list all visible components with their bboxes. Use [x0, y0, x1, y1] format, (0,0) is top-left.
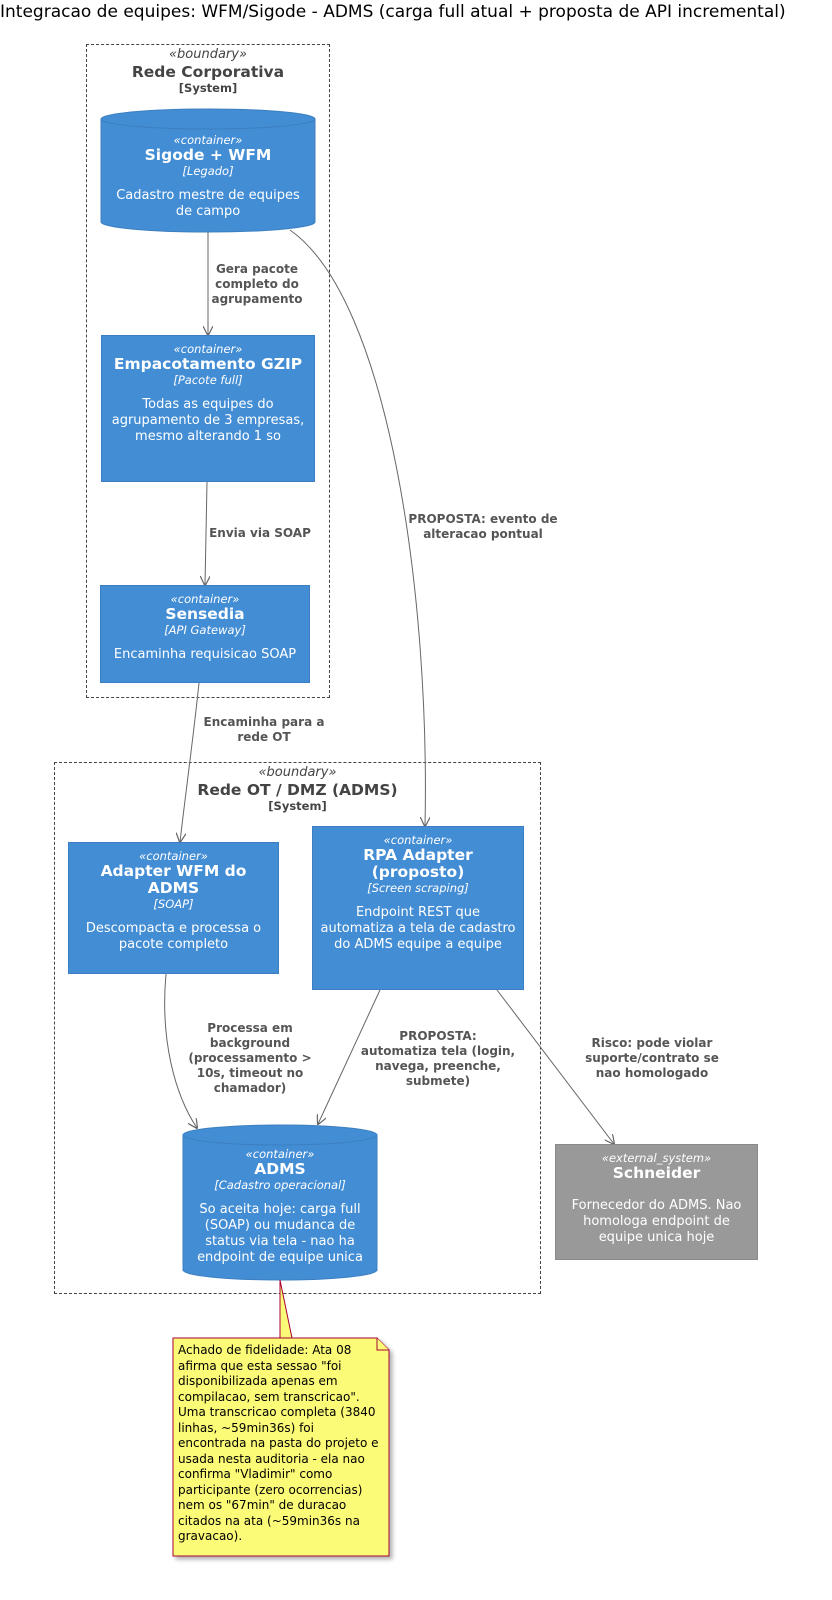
- boundary-name: Rede Corporativa: [131, 63, 285, 81]
- node-desc: Todas as equipes do agrupamento de 3 emp…: [111, 397, 305, 444]
- note-text: Achado de fidelidade: Ata 08 afirma que …: [178, 1343, 379, 1543]
- boundary-name: Rede OT / DMZ (ADMS): [197, 781, 398, 799]
- node-tech: [Screen scraping]: [367, 881, 469, 895]
- adms-cylinder-shape: [182, 1124, 378, 1281]
- node-adms: «container» ADMS [Cadastro operacional] …: [183, 1145, 377, 1266]
- boundary-type: [System]: [268, 799, 327, 813]
- edge-sigode-rpa: [289, 229, 425, 826]
- node-title: RPA Adapter (proposto): [363, 846, 473, 881]
- diagram-title: Integracao de equipes: WFM/Sigode - ADMS…: [0, 2, 786, 22]
- boundary-stereotype: «boundary»: [258, 765, 337, 780]
- node-desc: Fornecedor do ADMS. Nao homologa endpoin…: [571, 1198, 742, 1245]
- node-title: Sensedia: [165, 605, 245, 623]
- sigode-cylinder-shape: [100, 108, 316, 233]
- node-tech: [API Gateway]: [164, 623, 246, 637]
- node-stereotype: «container»: [245, 1147, 315, 1161]
- edge-gzip-sensedia: [205, 481, 207, 585]
- node-title: ADMS: [254, 1160, 306, 1178]
- node-stereotype: «container»: [170, 592, 240, 606]
- node-desc: Descompacta e processa o pacote completo: [85, 921, 262, 952]
- node-stereotype: «container»: [383, 833, 453, 847]
- node-title: Empacotamento GZIP: [113, 355, 303, 373]
- edge-label-gzip-sensedia: Envia via SOAP: [209, 526, 311, 540]
- node-stereotype: «container»: [139, 849, 208, 863]
- node-tech: [Pacote full]: [173, 373, 243, 387]
- node-title: Adapter WFM do ADMS: [100, 862, 247, 897]
- node-desc: Cadastro mestre de equipes de campo: [116, 188, 300, 219]
- note-shape: [172, 1337, 390, 1557]
- boundary-stereotype: «boundary»: [169, 47, 247, 62]
- edge-label-rpa-schneider: Risco: pode violar suporte/contrato se n…: [585, 1036, 719, 1080]
- node-sigode: «container» Sigode + WFM [Legado] Cadast…: [101, 129, 315, 220]
- edge-label-rpa-adms: PROPOSTA: automatiza tela (login, navega…: [360, 1029, 516, 1088]
- node-tech: [SOAP]: [153, 897, 194, 911]
- edge-label-adapter-adms: Processa em background (processamento > …: [188, 1021, 312, 1095]
- node-desc: Encaminha requisicao SOAP: [113, 647, 297, 662]
- edge-label-sensedia-adapter: Encaminha para a rede OT: [203, 715, 325, 744]
- boundary-rede-ot: «boundary» Rede OT / DMZ (ADMS) [System]: [54, 762, 541, 1294]
- node-stereotype: «container»: [173, 133, 243, 147]
- node-gzip: «container» Empacotamento GZIP [Pacote f…: [101, 335, 315, 482]
- node-title: Schneider: [612, 1164, 701, 1182]
- node-title: Sigode + WFM: [144, 146, 272, 164]
- node-sensedia: «container» Sensedia [API Gateway] Encam…: [100, 585, 310, 683]
- boundary-type: [System]: [178, 81, 238, 95]
- node-tech: [Cadastro operacional]: [214, 1178, 346, 1192]
- node-schneider: «external_system» Schneider Fornecedor d…: [555, 1144, 758, 1260]
- boundary-rede-corporativa: «boundary» Rede Corporativa [System]: [86, 44, 330, 698]
- edge-adapter-adms: [164, 973, 197, 1128]
- node-tech: [Legado]: [182, 164, 234, 178]
- edge-rpa-schneider: [496, 989, 614, 1144]
- edge-label-sigode-rpa: PROPOSTA: evento de alteracao pontual: [408, 512, 558, 541]
- node-rpa-adapter: «container» RPA Adapter (proposto) [Scre…: [312, 826, 524, 990]
- node-desc: So aceita hoje: carga full (SOAP) ou mud…: [197, 1202, 363, 1265]
- edge-sensedia-adapter: [180, 682, 200, 842]
- edge-rpa-adms: [318, 989, 381, 1124]
- edge-label-sigode-gzip: Gera pacote completo do agrupamento: [211, 262, 303, 306]
- node-stereotype: «external_system»: [601, 1151, 712, 1165]
- node-desc: Endpoint REST que automatiza a tela de c…: [320, 905, 516, 952]
- note-connector: [279, 1279, 293, 1339]
- node-adapter-wfm: «container» Adapter WFM do ADMS [SOAP] D…: [68, 842, 279, 974]
- node-stereotype: «container»: [173, 342, 243, 356]
